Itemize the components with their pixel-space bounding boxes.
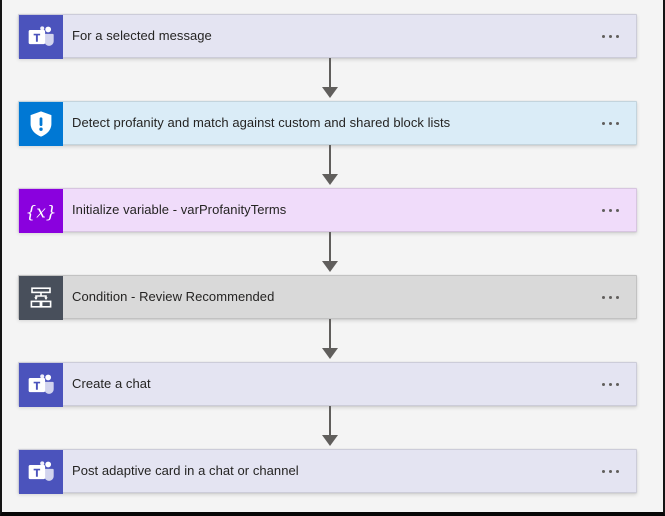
- microsoft-teams-icon: [19, 15, 63, 59]
- more-commands-icon[interactable]: [584, 276, 636, 318]
- flow-step: {x} Initialize variable - varProfanityTer…: [2, 188, 663, 275]
- flow-step-title: Initialize variable - varProfanityTerms: [72, 202, 287, 217]
- condition-branch-icon: [19, 276, 63, 320]
- more-commands-icon[interactable]: [584, 189, 636, 231]
- more-commands-icon[interactable]: [584, 363, 636, 405]
- microsoft-teams-icon: [19, 450, 63, 494]
- flow-connector-arrow: [2, 319, 663, 362]
- flow-step-card[interactable]: Condition - Review Recommended: [18, 275, 637, 320]
- flow-connector-arrow: [2, 406, 663, 449]
- flow-step-card[interactable]: {x} Initialize variable - varProfanityTer…: [18, 188, 637, 233]
- svg-text:{x}: {x}: [25, 203, 56, 223]
- content-moderator-shield-icon: [19, 102, 63, 146]
- flow-step-title: Post adaptive card in a chat or channel: [72, 463, 299, 478]
- more-commands-icon[interactable]: [584, 15, 636, 57]
- flow-step: For a selected message: [2, 14, 663, 101]
- flow-connector-arrow: [2, 145, 663, 188]
- flow-step-card[interactable]: Detect profanity and match against custo…: [18, 101, 637, 146]
- flow-step-title: Create a chat: [72, 376, 151, 391]
- flow-step: Create a chat: [2, 362, 663, 449]
- flow-step: Post adaptive card in a chat or channel: [2, 449, 663, 494]
- more-commands-icon[interactable]: [584, 450, 636, 492]
- flow-step: Detect profanity and match against custo…: [2, 101, 663, 188]
- flow-step-title: Condition - Review Recommended: [72, 289, 275, 304]
- variable-braces-icon: {x}: [19, 189, 63, 233]
- microsoft-teams-icon: [19, 363, 63, 407]
- flow-step-title: Detect profanity and match against custo…: [72, 115, 451, 130]
- more-commands-icon[interactable]: [584, 102, 636, 144]
- flow-step-card[interactable]: Create a chat: [18, 362, 637, 407]
- flow-step-card[interactable]: Post adaptive card in a chat or channel: [18, 449, 637, 494]
- flow-step: Condition - Review Recommended: [2, 275, 663, 362]
- flow-step-card[interactable]: For a selected message: [18, 14, 637, 59]
- flow-connector-arrow: [2, 232, 663, 275]
- flow-step-title: For a selected message: [72, 28, 212, 43]
- flow-connector-arrow: [2, 58, 663, 101]
